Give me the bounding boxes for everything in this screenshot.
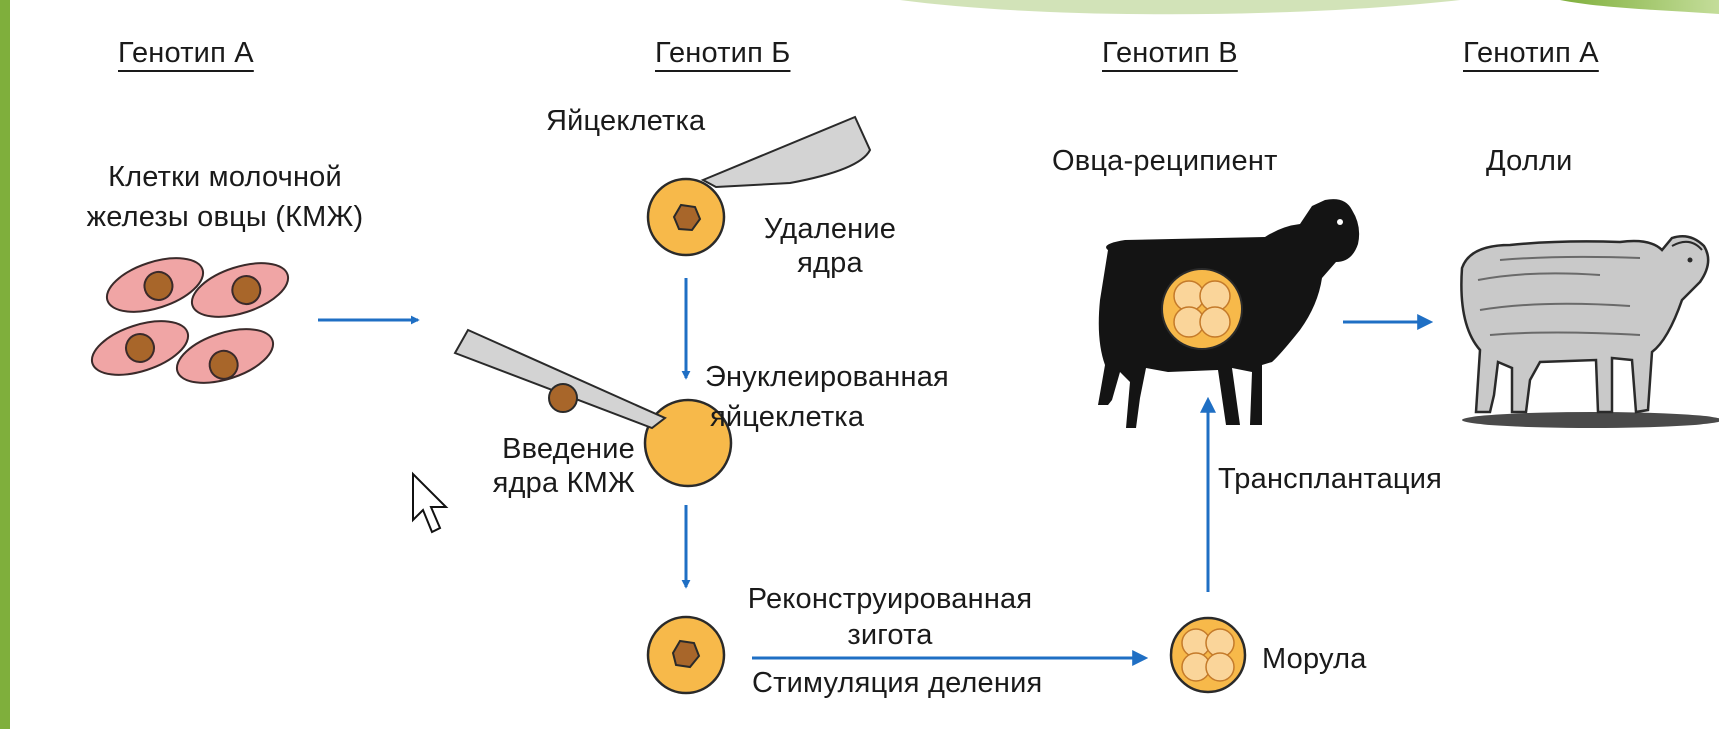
nucleus-removal-label-line2: ядра: [797, 247, 863, 279]
top-right-leaf-decoration: [1560, 0, 1719, 14]
reconstructed-zygote-label-line2: зигота: [847, 619, 933, 651]
mammary-cells-label-line1: Клетки молочной: [108, 161, 342, 193]
recipient-sheep: [1098, 199, 1360, 428]
morula-label: Морула: [1262, 643, 1367, 675]
egg-nucleus: [672, 203, 702, 232]
mammary-cell: [105, 257, 205, 313]
mammary-cell: [90, 320, 190, 376]
genotype-v-header: Генотип В: [1102, 37, 1238, 69]
genotype-a-header: Генотип А: [118, 37, 254, 69]
enucleated-egg-cell: [643, 398, 733, 488]
dolly-sheep: [1460, 235, 1719, 428]
egg-cell-label: Яйцеклетка: [546, 105, 706, 137]
removal-pipette: [700, 115, 872, 189]
mouse-pointer-icon: [412, 471, 449, 534]
left-frame-stripe: [0, 0, 10, 729]
injected-nucleus: [548, 383, 578, 413]
mammary-cell: [190, 262, 290, 318]
egg-cell: [646, 177, 726, 257]
mammary-cell: [175, 328, 275, 384]
morula: [1169, 616, 1247, 694]
enucleated-egg-label-line2: яйцеклетка: [710, 401, 865, 433]
mammary-cells-label-line2: железы овцы (КМЖ): [86, 201, 364, 233]
recipient-sheep-label: Овца-реципиент: [1052, 145, 1278, 177]
injection-label-line2: ядра КМЖ: [492, 467, 635, 499]
reconstructed-zygote: [646, 615, 726, 695]
nucleus-removal-label-line1: Удаление: [763, 213, 897, 245]
top-leaf-decoration: [900, 0, 1460, 15]
mammary-cells-group: [90, 257, 290, 384]
stimulation-label: Стимуляция деления: [752, 667, 1043, 699]
genotype-b-header: Генотип Б: [655, 37, 791, 69]
reconstructed-zygote-label-line1: Реконструированная: [747, 583, 1033, 615]
genotype-a2-header: Генотип А: [1463, 37, 1599, 69]
injection-label-line1: Введение: [502, 433, 635, 465]
enucleated-egg-label-line1: Энуклеированная: [705, 361, 949, 393]
injection-pipette: [453, 328, 667, 430]
transplantation-label: Трансплантация: [1218, 463, 1443, 495]
dolly-label: Долли: [1486, 145, 1573, 177]
